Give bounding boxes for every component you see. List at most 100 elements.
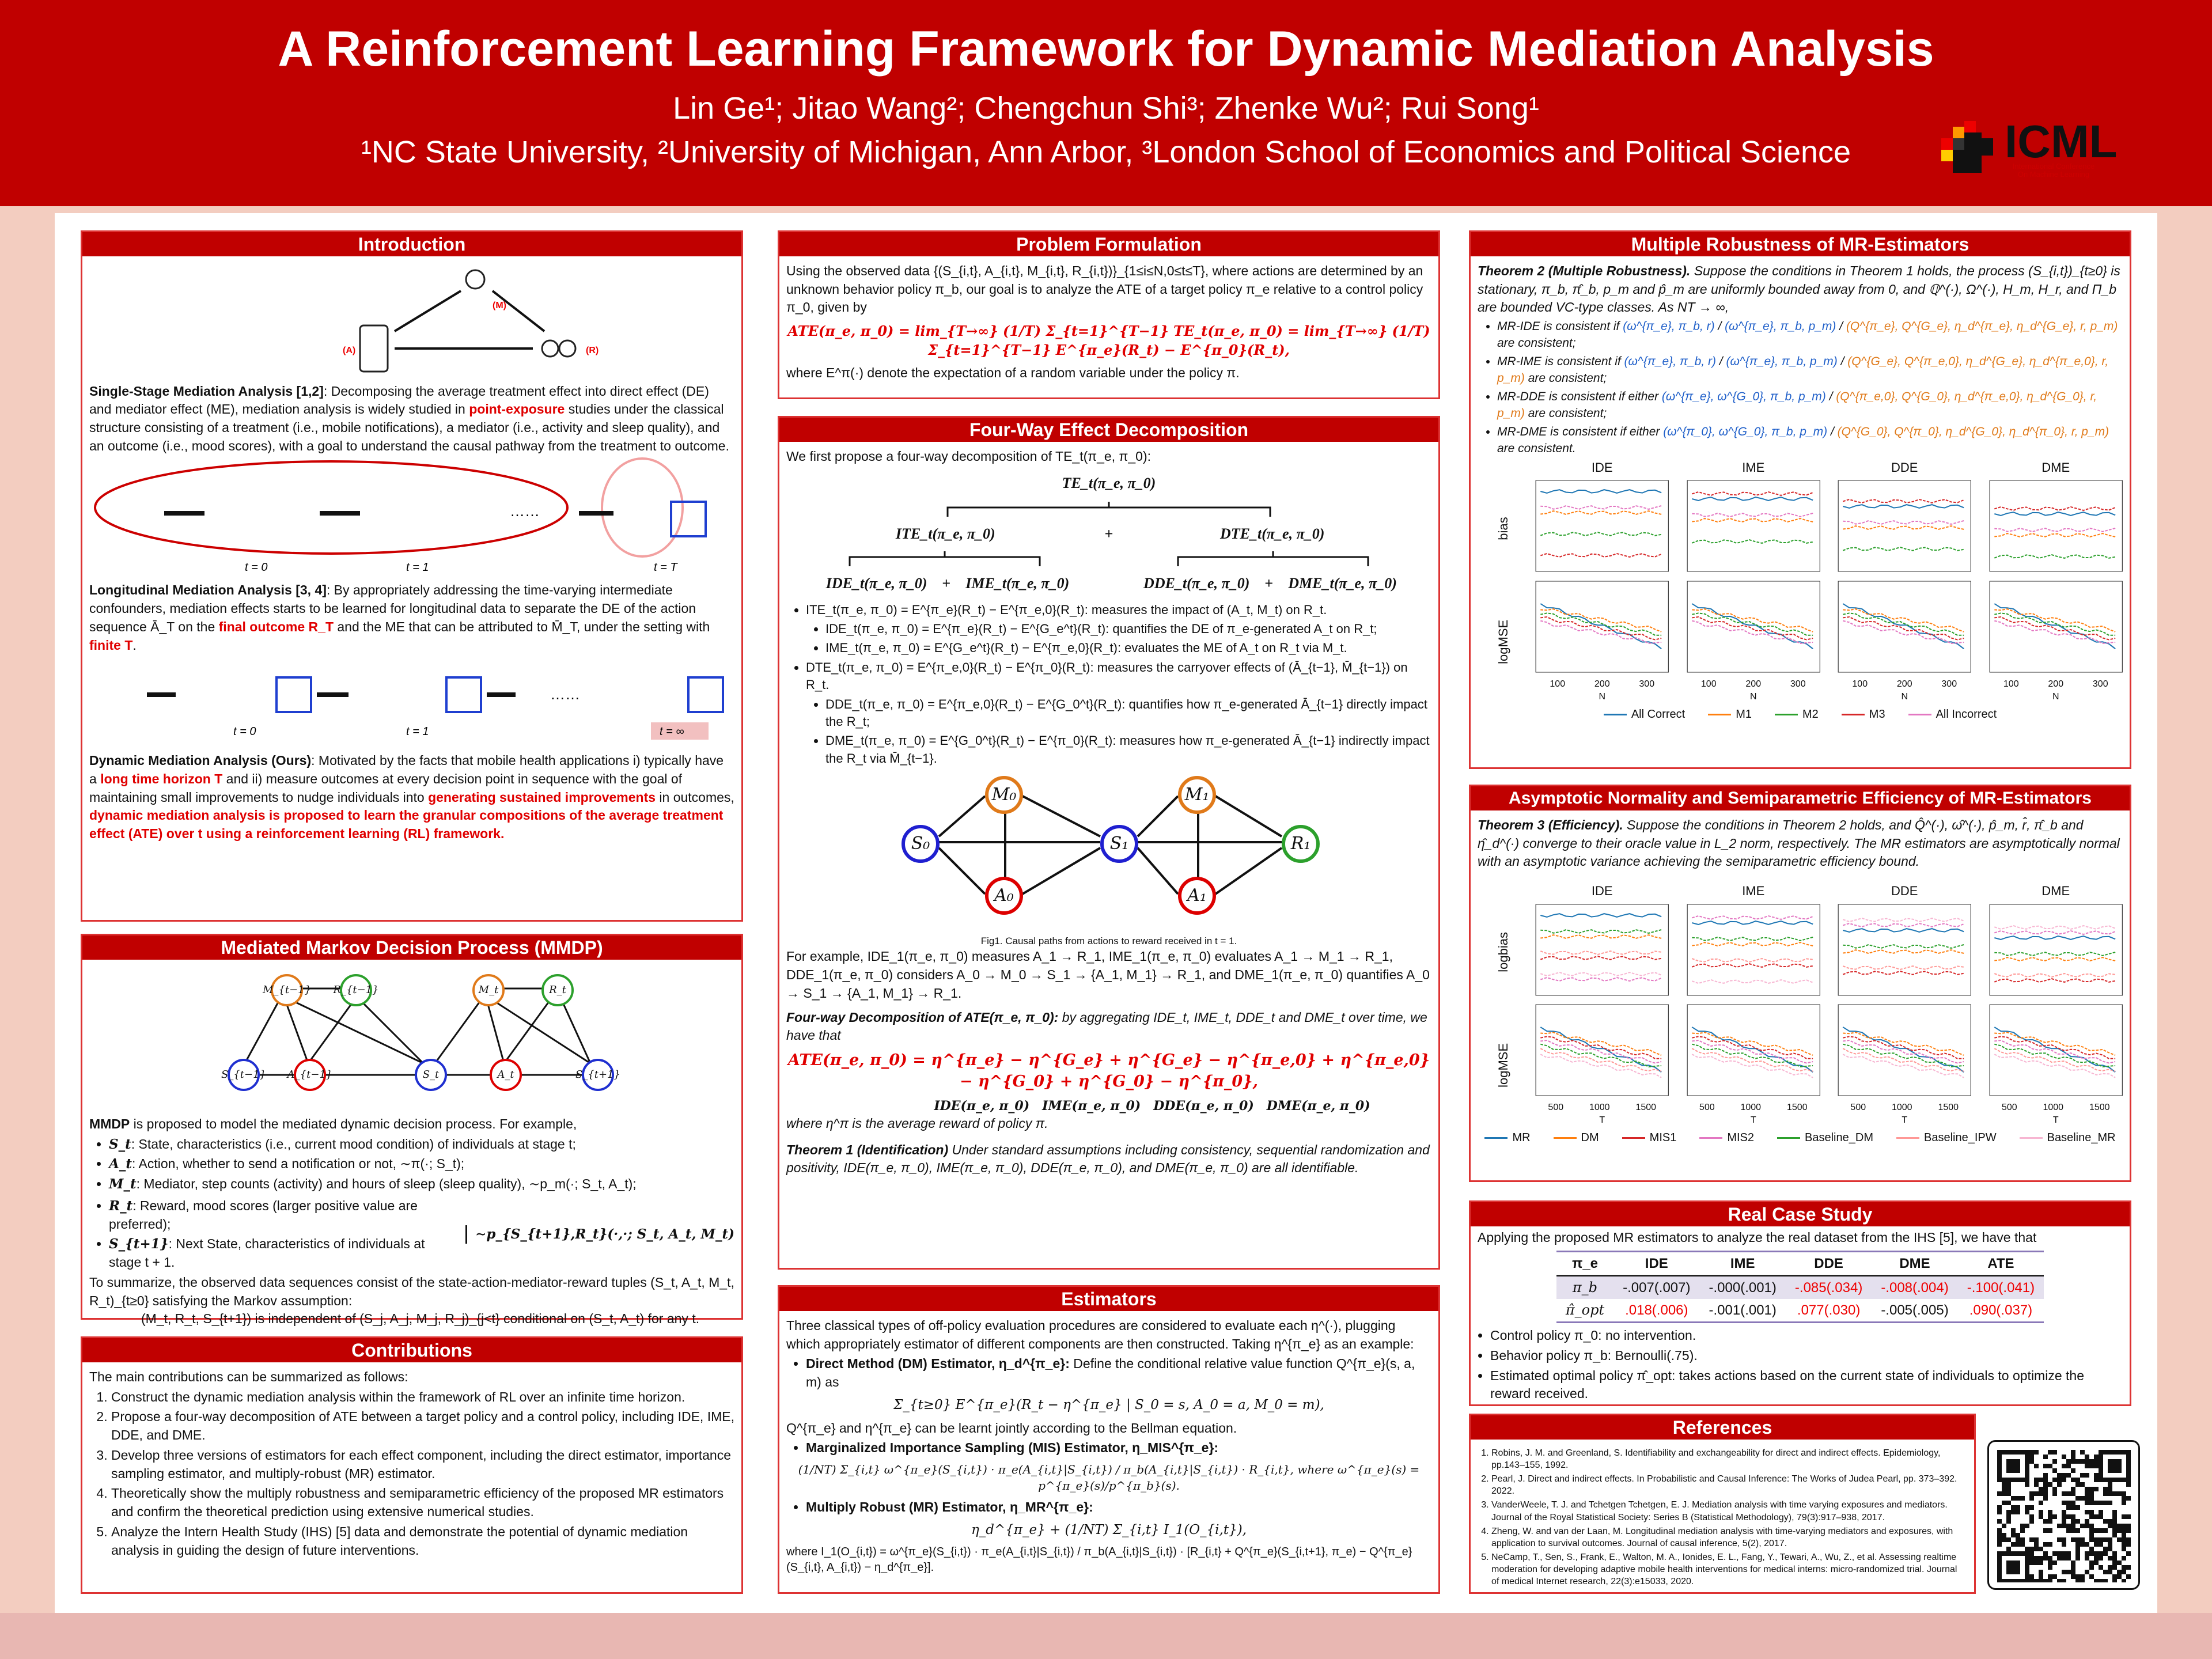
series-line	[1540, 934, 1662, 939]
p2-text: : By appropriately addressing the time-v…	[89, 582, 696, 634]
mis-equation: (1/NT) Σ_{i,t} ω^{π_e}(S_{i,t}) · π_e(A_…	[798, 1463, 1420, 1493]
series-line	[1691, 957, 1813, 963]
ellipsis-2: ……	[550, 685, 580, 703]
thm2-lead: Theorem 2 (Multiple Robustness).	[1478, 263, 1691, 278]
cond-sep: /	[1715, 355, 1726, 369]
intro-paragraph-2: Longitudinal Mediation Analysis [3, 4]: …	[89, 582, 710, 653]
variable-desc: : Reward, mood scores (larger positive v…	[109, 1198, 418, 1232]
node-s-next: S_{t+1}	[575, 1059, 620, 1091]
dm-equation: Σ_{t≥0} E^{π_e}(R_t − η^{π_e} | S_0 = s,…	[893, 1397, 1324, 1412]
dde-node: DDE_t(π_e, π_0)	[1143, 574, 1250, 592]
variable-desc: : Action, whether to send a notification…	[131, 1156, 465, 1172]
reference-item: Zheng, W. and van der Laan, M. Longitudi…	[1491, 1525, 1967, 1550]
series-line	[1691, 1040, 1813, 1064]
policy-note: Behavior policy π_b: Bernoulli(.75).	[1490, 1347, 2123, 1365]
x-tick: 200	[1745, 679, 1762, 689]
table-cell: .077(.030)	[1785, 1298, 1872, 1324]
variable-desc: : Next State, characteristics of individ…	[109, 1236, 425, 1270]
node-a-prev: A_{t−1}	[287, 1059, 332, 1091]
x-tick: 100	[1550, 679, 1566, 689]
series-line	[1540, 1040, 1662, 1064]
reference-list: Robins, J. M. and Greenland, S. Identifi…	[1491, 1447, 1967, 1588]
problem-panel: Problem Formulation Using the observed d…	[778, 230, 1440, 399]
cond-pre: MR-DME is consistent if either	[1497, 425, 1664, 439]
cond-set-3: (Q^{π_e,0}, Q^{G_0}, η_d^{π_e,0}, η_d^{G…	[1497, 390, 2097, 421]
p3-lead: Dynamic Mediation Analysis (Ours)	[89, 753, 312, 768]
fw-note: where η^π is the average reward of polic…	[786, 1115, 1048, 1131]
reference-item: Pearl, J. Direct and indirect effects. I…	[1491, 1473, 1967, 1497]
problem-text: Using the observed data {(S_{i,t}, A_{i,…	[786, 263, 1423, 315]
series-line	[1994, 608, 2116, 632]
legend-label: MIS2	[1727, 1131, 1755, 1145]
series-line	[1994, 925, 2116, 930]
series-line	[1843, 608, 1964, 632]
series-line	[1540, 976, 1662, 982]
series-line	[1994, 1054, 2116, 1078]
dag-node-m1: M₁	[1178, 775, 1216, 814]
series-line	[1842, 547, 1964, 552]
bottom-band	[0, 1613, 2212, 1659]
series-line	[1691, 963, 1813, 968]
robustness-condition: MR-DME is consistent if either (ω^{π_0},…	[1497, 424, 2123, 457]
t1-label-2: t = 1	[406, 725, 429, 738]
series-line	[1843, 949, 1964, 954]
variable-name: M_t	[109, 1176, 137, 1192]
legend-item: Baseline_IPW	[1896, 1130, 1997, 1146]
column-header: DDE	[1785, 1250, 1872, 1277]
component-label: IDE(π_e, π_0)	[934, 1098, 1030, 1113]
x-tick: 200	[1896, 679, 1912, 689]
variable-desc: : State, characteristics (i.e., current …	[131, 1136, 576, 1152]
transition-brace: ∼p_{S_{t+1},R_t}(·,·; S_t, A_t, M_t)	[465, 1225, 734, 1244]
legend-swatch	[1896, 1137, 1919, 1139]
tree-row-1: TE_t(π_e, π_0)	[786, 466, 1431, 501]
legend-swatch	[1553, 1137, 1577, 1139]
mmdp-item: S_{t+1}: Next State, characteristics of …	[109, 1235, 457, 1271]
series-line	[1691, 518, 1813, 523]
series-line	[1843, 616, 1964, 641]
intro-paragraph-3: Dynamic Mediation Analysis (Ours): Motiv…	[89, 752, 734, 843]
estimators-panel: Estimators Three classical types of off-…	[778, 1285, 1440, 1594]
legend-label: MR	[1512, 1131, 1531, 1145]
qr-code[interactable]	[1987, 1440, 2140, 1590]
node-s: S_t	[415, 1059, 447, 1091]
series-line	[1994, 978, 2115, 983]
component-label: IME(π_e, π_0)	[1042, 1098, 1141, 1113]
contribution-item: Theoretically show the multiply robustne…	[111, 1484, 734, 1521]
legend-item: All Correct	[1603, 707, 1685, 723]
subplot	[1838, 480, 1972, 577]
t0-label: t = 0	[245, 561, 267, 574]
dm-text: Define the conditional relative value fu…	[806, 1356, 1415, 1390]
series-line	[1540, 553, 1662, 558]
ate-decomposition-equation: ATE(π_e, π_0) = η^{π_e} − η^{G_e} + η^{G…	[787, 1051, 1430, 1091]
dynamic-diagram: …… t = 0 t = 1 t = ∞	[147, 676, 724, 740]
x-tick: 200	[2048, 679, 2064, 689]
ite-node: ITE_t(π_e, π_0)	[895, 525, 995, 542]
table-cell: -.008(.004)	[1872, 1275, 1958, 1299]
legend-label: Baseline_DM	[1805, 1131, 1873, 1145]
series-line	[1842, 965, 1964, 970]
effect-definitions: ITE_t(π_e, π_0) = E^{π_e}(R_t) − E^{π_e,…	[806, 601, 1431, 767]
series-line	[1691, 1036, 1813, 1060]
node-m: M_t	[472, 974, 505, 1006]
cond-sep-2: /	[1836, 320, 1846, 334]
thm3-lead: Theorem 3 (Efficiency).	[1478, 817, 1623, 832]
variable-name: A_t	[109, 1156, 132, 1172]
series-line	[1691, 979, 1813, 984]
variable-name: S_{t+1}	[109, 1236, 169, 1252]
x-label: T	[1599, 1115, 1605, 1126]
series-line	[1994, 1036, 2115, 1060]
series-line	[1994, 1040, 2115, 1064]
legend-item: Baseline_MR	[2019, 1130, 2116, 1146]
p1-text: : Decomposing the average treatment effe…	[89, 383, 709, 417]
column-title: DDE	[1891, 884, 1918, 899]
cond-set-3: (Q^{G_e}, Q^{π_e,0}, η_d^{G_e}, η_d^{π_e…	[1497, 355, 2109, 385]
decomposition-tree: TE_t(π_e, π_0) ITE_t(π_e, π_0) + DTE_t(π…	[786, 466, 1431, 600]
legend-swatch	[1699, 1137, 1723, 1139]
series-line	[1842, 1048, 1964, 1073]
series-line	[1994, 528, 2115, 533]
te-node: TE_t(π_e, π_0)	[1062, 474, 1156, 491]
column-title: IME	[1742, 460, 1765, 475]
dag-node-r1: R₁	[1282, 824, 1320, 863]
